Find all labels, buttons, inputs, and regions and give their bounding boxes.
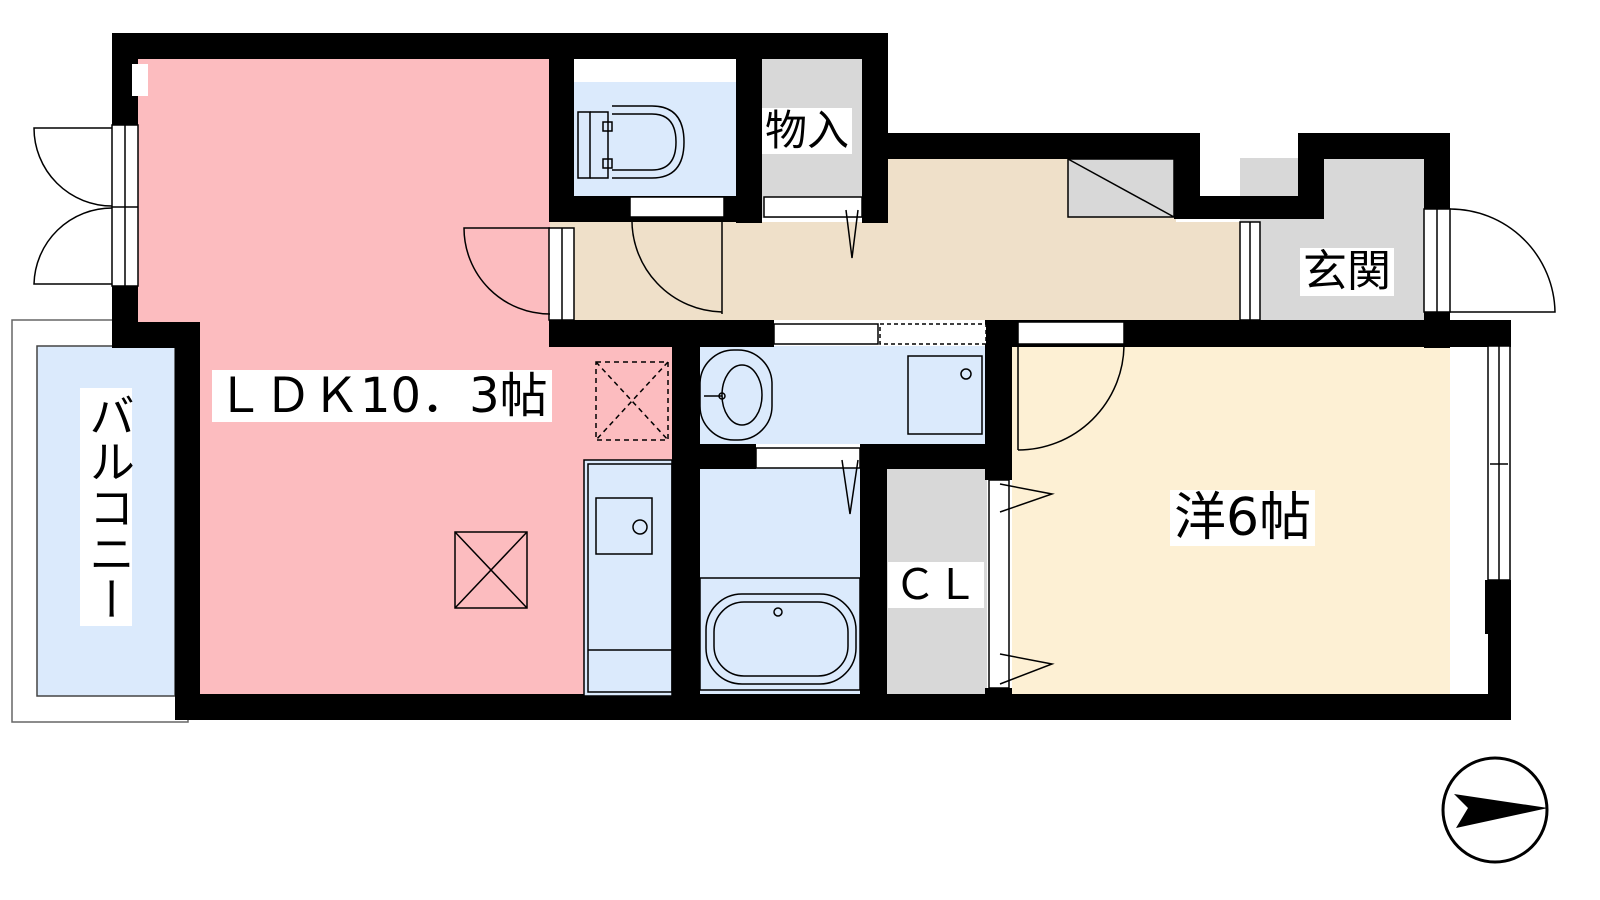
entrance-label: 玄関 [1300,248,1394,296]
ldk-label: ＬＤＫ10．3帖 [212,370,552,422]
toilet-icon [577,105,685,179]
ldk-fixtures [454,361,669,609]
washroom-door [773,323,987,345]
western-room-door [1017,321,1125,451]
toilet-floor [574,82,736,197]
kitchen-counter [583,459,673,697]
stove-icon [595,497,653,555]
washer-pan [907,355,983,435]
ldk-door [463,227,575,321]
hall-floor [550,222,1240,320]
balcony-door [33,124,139,287]
storage-door [763,196,863,259]
sink-icon [699,349,773,441]
bathtub-icon [699,577,861,691]
closet-label: ＣＬ [888,562,985,608]
western-room-label: 洋6帖 [1170,490,1316,546]
entrance-door [1239,208,1556,321]
bathroom-door [755,447,861,515]
storage-label: 物入 [762,108,853,154]
closet-doors [988,479,1055,689]
compass-icon [1441,756,1549,864]
balcony-label: バルコニー [80,388,136,626]
western-room-window [1487,345,1511,581]
washroom-floor [698,346,988,444]
bathroom-floor [698,468,860,694]
shoe-cabinet [1067,158,1175,218]
toilet-door [629,196,725,314]
